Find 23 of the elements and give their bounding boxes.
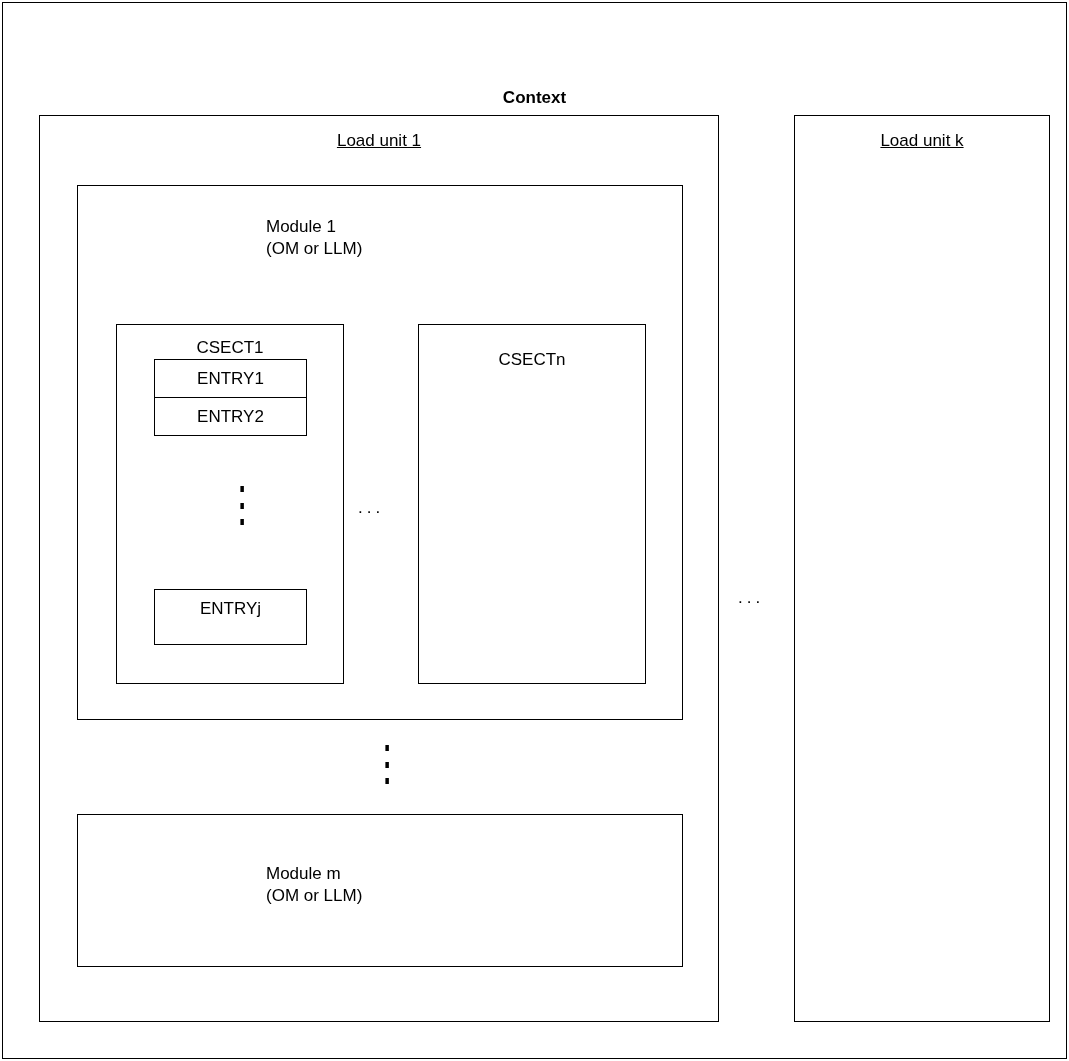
- load-unit-box: [794, 115, 1050, 1022]
- box-title: Load unit 1: [336, 130, 422, 152]
- box-title: Module m (OM or LLM): [266, 863, 364, 907]
- load-unit-box: [39, 115, 719, 1022]
- box-title: CSECTn: [498, 349, 566, 371]
- ellipsis: ...: [358, 498, 385, 518]
- box-title: Context: [502, 87, 567, 109]
- csect-box: [116, 324, 344, 684]
- module-box: [77, 814, 683, 967]
- box-title: ENTRYj: [199, 598, 262, 620]
- box-title: ENTRY1: [197, 368, 264, 390]
- box-title: CSECT1: [196, 337, 264, 359]
- module-box: [77, 185, 683, 720]
- vertical-ellipsis: ⋮: [225, 476, 259, 532]
- vertical-ellipsis: ⋮: [370, 735, 404, 791]
- entry-box: [154, 589, 307, 645]
- box-title: Module 1 (OM or LLM): [266, 216, 364, 260]
- entry-box: [154, 397, 307, 436]
- box-title: ENTRY2: [197, 406, 264, 428]
- csect-box: [418, 324, 646, 684]
- box-title: Load unit k: [880, 130, 964, 152]
- ellipsis: ...: [738, 588, 765, 608]
- entry-box: [154, 359, 307, 398]
